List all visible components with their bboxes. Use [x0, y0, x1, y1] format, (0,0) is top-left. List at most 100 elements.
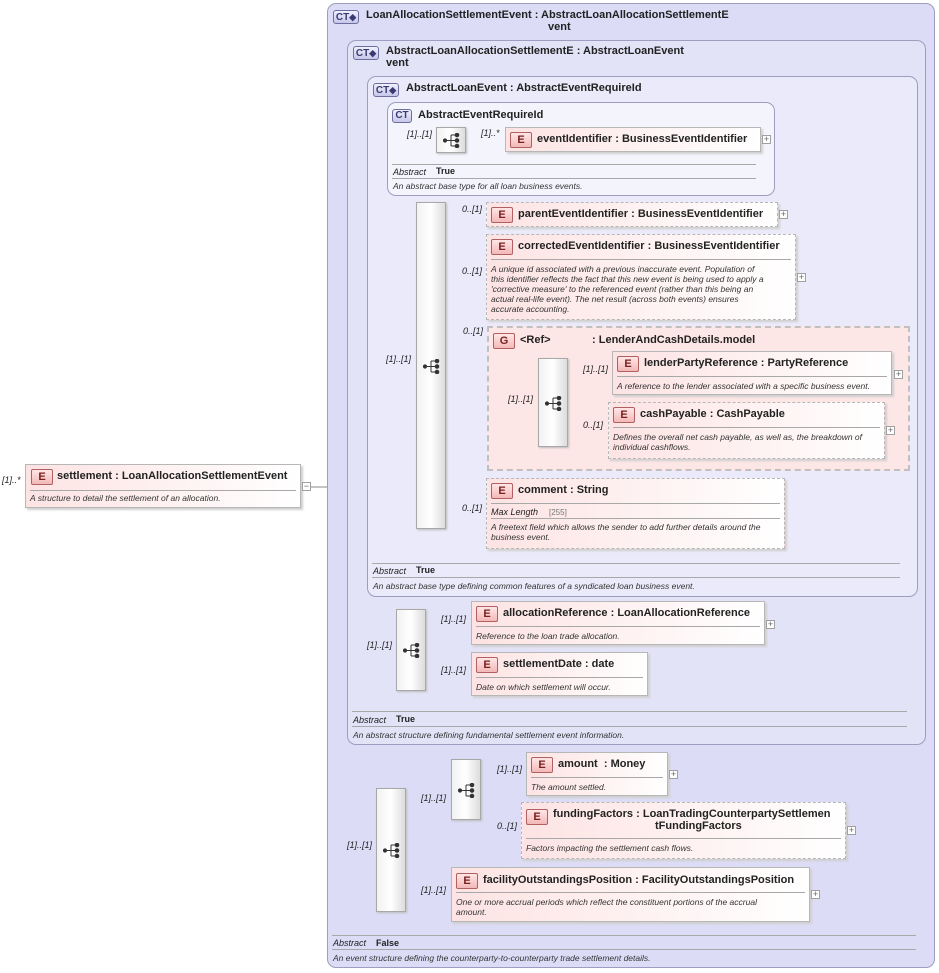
- corrected-event-identifier-element[interactable]: E correctedEventIdentifier : BusinessEve…: [486, 234, 796, 320]
- element-cardinality: 0..[1]: [497, 821, 518, 831]
- element-doc: A unique id associated with a previous i…: [491, 264, 764, 314]
- sequence-compositor[interactable]: [451, 759, 481, 820]
- element-icon: E: [617, 356, 639, 372]
- element-icon: E: [491, 207, 513, 223]
- funding-factors-element[interactable]: E fundingFactors : LoanTradingCounterpar…: [521, 802, 846, 859]
- element-doc: Factors impacting the settlement cash fl…: [526, 843, 694, 853]
- sequence-compositor[interactable]: [396, 609, 426, 691]
- divider: [491, 259, 791, 260]
- element-doc: Defines the overall net cash payable, as…: [613, 432, 862, 452]
- element-cardinality: [1]..[1]: [441, 614, 467, 624]
- sequence-compositor[interactable]: [436, 127, 466, 153]
- expand-icon[interactable]: +: [797, 272, 806, 282]
- doc-line: individual cashflows.: [613, 442, 691, 452]
- ct-doc: An event structure defining the counterp…: [333, 953, 651, 963]
- abstract-label: Abstract: [353, 715, 387, 725]
- sequence-icon: [458, 783, 475, 798]
- element-icon: E: [491, 483, 513, 499]
- expand-icon[interactable]: +: [766, 619, 775, 629]
- element-doc: A reference to the lender associated wit…: [617, 381, 870, 391]
- sequence-compositor[interactable]: [416, 202, 446, 529]
- expand-icon[interactable]: +: [669, 769, 678, 779]
- abstract-value: True: [436, 166, 456, 176]
- seq-cardinality: [1]..[1]: [367, 640, 393, 650]
- element-icon: E: [510, 132, 532, 148]
- expand-icon[interactable]: +: [762, 134, 771, 144]
- doc-line: actual real-life event). The net result …: [491, 294, 739, 304]
- element-name: amount : Money: [558, 758, 646, 770]
- ct-doc: An abstract base type defining common fe…: [373, 581, 695, 591]
- divider: [392, 164, 756, 165]
- divider: [372, 563, 900, 564]
- expand-icon[interactable]: +: [847, 825, 856, 835]
- seq-cardinality: [1]..[1]: [386, 354, 412, 364]
- element-cardinality: [1]..[1]: [583, 364, 609, 374]
- element-cardinality: 0..[1]: [583, 420, 604, 430]
- divider: [332, 935, 916, 936]
- settlement-element[interactable]: E settlement : LoanAllocationSettlementE…: [25, 464, 301, 508]
- divider: [372, 577, 900, 578]
- divider: [476, 677, 643, 678]
- parent-event-identifier-element[interactable]: E parentEventIdentifier : BusinessEventI…: [486, 202, 778, 227]
- element-name: allocationReference : LoanAllocationRefe…: [503, 607, 750, 619]
- element-name: cashPayable : CashPayable: [640, 408, 785, 420]
- ct-title: AbstractLoanEvent : AbstractEventRequire…: [406, 82, 642, 94]
- ct-icon: CT◆: [373, 83, 399, 97]
- amount-element[interactable]: E amount : Money The amount settled.: [526, 752, 668, 796]
- doc-line: One or more accrual periods which reflec…: [456, 897, 757, 907]
- element-icon: E: [531, 757, 553, 773]
- seq-cardinality: [1]..[1]: [508, 394, 534, 404]
- sequence-icon: [443, 133, 460, 148]
- divider: [491, 503, 780, 504]
- settlement-date-element[interactable]: E settlementDate : date Date on which se…: [471, 652, 648, 696]
- sequence-compositor[interactable]: [376, 788, 406, 912]
- sequence-compositor[interactable]: [538, 358, 568, 447]
- element-icon: E: [613, 407, 635, 423]
- sequence-icon: [403, 643, 420, 658]
- element-doc: Reference to the loan trade allocation.: [476, 631, 620, 641]
- element-doc: Date on which settlement will occur.: [476, 682, 611, 692]
- ct-doc: An abstract base type for all loan busin…: [393, 181, 583, 191]
- element-name: eventIdentifier : BusinessEventIdentifie…: [537, 133, 748, 145]
- divider: [456, 892, 805, 893]
- divider: [332, 949, 916, 950]
- facility-outstandings-position-element[interactable]: E facilityOutstandingsPosition : Facilit…: [451, 867, 810, 922]
- expand-icon[interactable]: +: [779, 209, 788, 219]
- element-cardinality: 0..[1]: [462, 503, 483, 513]
- lender-party-reference-element[interactable]: E lenderPartyReference : PartyReference …: [612, 351, 892, 395]
- abstract-label: Abstract: [373, 566, 407, 576]
- element-icon: E: [476, 606, 498, 622]
- element-cardinality: [1]..*: [481, 128, 500, 138]
- element-icon: E: [491, 239, 513, 255]
- element-cardinality: [1]..[1]: [421, 885, 447, 895]
- group-ref: <Ref>: [520, 334, 551, 346]
- event-identifier-element[interactable]: E eventIdentifier : BusinessEventIdentif…: [505, 127, 761, 152]
- allocation-reference-element[interactable]: E allocationReference : LoanAllocationRe…: [471, 601, 765, 645]
- element-icon: E: [456, 873, 478, 889]
- group-name: : LenderAndCashDetails.model: [592, 334, 756, 346]
- ct-icon: CT◆: [353, 46, 379, 60]
- ct-title-cont: vent: [386, 57, 409, 69]
- comment-element[interactable]: E comment : String Max Length [255] A fr…: [486, 478, 785, 549]
- seq-cardinality: [1]..[1]: [407, 129, 433, 139]
- doc-line: Defines the overall net cash payable, as…: [613, 432, 863, 442]
- element-type-cont: tFundingFactors: [655, 820, 742, 832]
- doc-line: amount.: [456, 907, 487, 917]
- divider: [392, 178, 756, 179]
- expand-icon[interactable]: +: [894, 369, 903, 379]
- expand-icon[interactable]: +: [886, 425, 895, 435]
- abstract-value: False: [376, 938, 400, 948]
- group-icon: G: [493, 333, 515, 349]
- element-doc: A freetext field which allows the sender…: [491, 522, 760, 542]
- collapse-icon[interactable]: −: [302, 481, 311, 491]
- divider: [617, 376, 887, 377]
- seq-cardinality: [1]..[1]: [347, 840, 373, 850]
- cash-payable-element[interactable]: E cashPayable : CashPayable Defines the …: [608, 402, 885, 459]
- element-name: lenderPartyReference : PartyReference: [644, 357, 849, 369]
- abstract-value: True: [396, 714, 416, 724]
- expand-icon[interactable]: +: [811, 889, 820, 899]
- ct-title: AbstractEventRequireId: [418, 109, 544, 121]
- doc-line: A freetext field which allows the sender…: [491, 522, 761, 532]
- divider: [526, 838, 841, 839]
- sequence-icon: [383, 843, 400, 858]
